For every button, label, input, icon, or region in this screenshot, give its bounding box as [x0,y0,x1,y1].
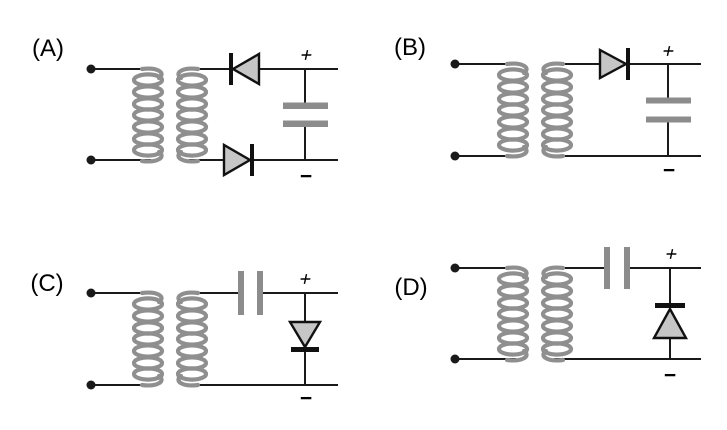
shunt-diode-cathode-up [651,303,689,340]
capacitor-plate [624,247,630,289]
series-capacitor [238,271,263,315]
wire-segments [90,68,338,161]
capacitor-plate [604,247,610,289]
cathode-bar [250,144,254,176]
circuit-a: (A) + − [32,35,338,188]
transformer [499,64,571,157]
cathode-bar [655,303,685,308]
transformer [134,69,206,162]
cathode-bar [626,48,630,80]
capacitor-plate [646,116,691,123]
series-capacitor [604,247,630,289]
wire-segments [454,63,701,157]
diode-triangle [651,306,689,340]
filter-capacitor [646,97,691,123]
diode-triangle [222,142,253,178]
wire-segments [90,292,338,386]
plus-sign: + [660,39,677,63]
transformer [134,293,206,386]
plus-sign: + [298,43,315,67]
circuit-b: (B) + − [394,34,701,182]
circuit-c: (C) + − [30,267,338,410]
circuit-a-label: (A) [32,35,64,62]
diode-triangle [230,51,261,87]
capacitor-plate [283,102,328,109]
capacitor-plate [238,271,244,315]
circuit-d-label: (D) [394,274,427,301]
wire-segments [454,267,701,360]
diode-triangle [598,47,629,81]
cathode-bar [291,347,319,352]
diode-triangle [287,320,323,350]
diode-top-cathode-left [229,51,261,87]
transformer [499,268,571,361]
capacitor-plate [646,97,691,104]
capacitor-plate [283,120,328,127]
filter-capacitor [283,102,328,127]
minus-sign: − [300,387,312,410]
circuit-c-label: (C) [30,270,63,297]
shunt-diode-cathode-down [287,320,323,352]
minus-sign: − [664,364,676,387]
series-diode-cathode-right [598,47,630,81]
capacitor-plate [257,271,263,315]
circuit-b-label: (B) [394,34,426,61]
circuit-d: (D) + − [394,242,701,387]
minus-sign: − [663,159,675,182]
diode-bottom-cathode-right [222,142,254,178]
plus-sign: + [297,267,314,291]
minus-sign: − [300,165,312,188]
plus-sign: + [663,242,680,266]
